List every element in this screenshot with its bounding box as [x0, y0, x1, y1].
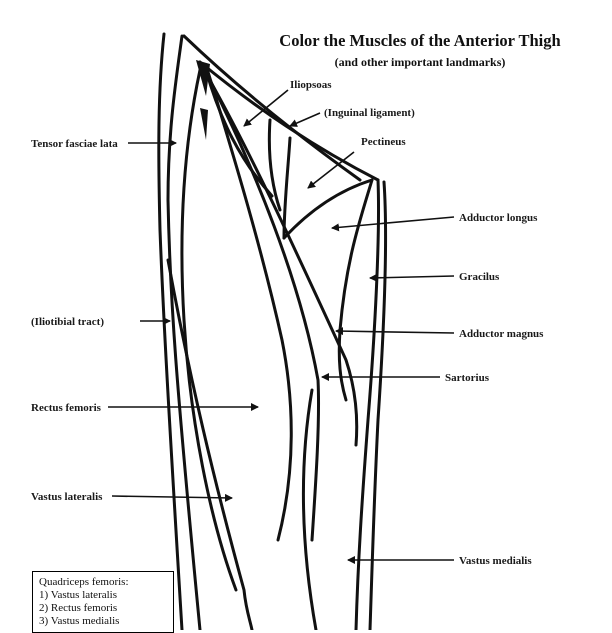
- gracilus-inner-outline: [368, 180, 388, 630]
- iliopsoas-top-outline: [198, 60, 380, 182]
- adductor-magnus-arrow: [335, 327, 455, 336]
- label-sartorius: Sartorius: [445, 372, 490, 384]
- vastus-lateralis-arrow: [111, 493, 233, 502]
- adductor-magnus-outline: [337, 328, 348, 402]
- label-iliopsoas: Iliopsoas: [290, 79, 332, 91]
- pectineus-arrow: [307, 151, 355, 189]
- inguinal-arrow: [289, 112, 321, 127]
- label-vastus-lateralis: Vastus lateralis: [31, 491, 103, 503]
- vastus-lateralis-outline: [166, 258, 254, 630]
- legend-item: 2) Rectus femoris: [39, 602, 118, 614]
- adductor-longus-top-outline: [282, 178, 374, 240]
- label-adductor-magnus: Adductor magnus: [459, 328, 544, 340]
- quadriceps-legend: Quadriceps femoris: 1) Vastus lateralis …: [32, 571, 174, 633]
- legend-item: 3) Vastus medialis: [39, 615, 120, 627]
- label-vastus-medialis: Vastus medialis: [459, 555, 532, 567]
- pectineus-outline: [267, 118, 282, 212]
- rectus-femoris-inner-outline: [206, 70, 293, 542]
- iliopsoas-arrow: [243, 89, 289, 127]
- label-tensor-fasciae-lata: Tensor fasciae lata: [31, 138, 118, 150]
- page-subtitle: (and other important landmarks): [335, 55, 506, 69]
- legend-item: 1) Vastus lateralis: [39, 589, 118, 601]
- label-adductor-longus: Adductor longus: [459, 212, 538, 224]
- adductor-longus-outline: [338, 178, 374, 332]
- tensor-fasciae-lata-outline: [166, 34, 202, 630]
- sartorius-inner-outline: [208, 78, 321, 542]
- legend-heading: Quadriceps femoris:: [39, 576, 129, 588]
- adductor-longus-arrow: [331, 216, 455, 232]
- gracilus-outline: [354, 178, 381, 630]
- label-inguinal-ligament: (Inguinal ligament): [324, 107, 415, 119]
- gracilus-arrow: [369, 273, 455, 282]
- page-title: Color the Muscles of the Anterior Thigh: [279, 31, 560, 50]
- thigh-outline: [157, 32, 388, 630]
- vastus-medialis-outline: [301, 388, 318, 630]
- lateral-outline: [157, 32, 184, 630]
- rectus-femoris-outline: [180, 68, 238, 592]
- pectineus-outline-2: [282, 136, 292, 240]
- shaded-wedge-top: [196, 60, 210, 96]
- label-gracilus: Gracilus: [459, 271, 500, 283]
- sartorius-outline: [202, 68, 359, 447]
- shaded-wedge-mid: [200, 108, 208, 140]
- inguinal-ligament-outline: [182, 34, 362, 182]
- label-rectus-femoris: Rectus femoris: [31, 402, 102, 414]
- label-pectineus: Pectineus: [361, 136, 406, 148]
- label-iliotibial-tract: (Iliotibial tract): [31, 316, 104, 328]
- shaded-regions: [196, 60, 210, 140]
- pointer-arrows: [108, 89, 455, 564]
